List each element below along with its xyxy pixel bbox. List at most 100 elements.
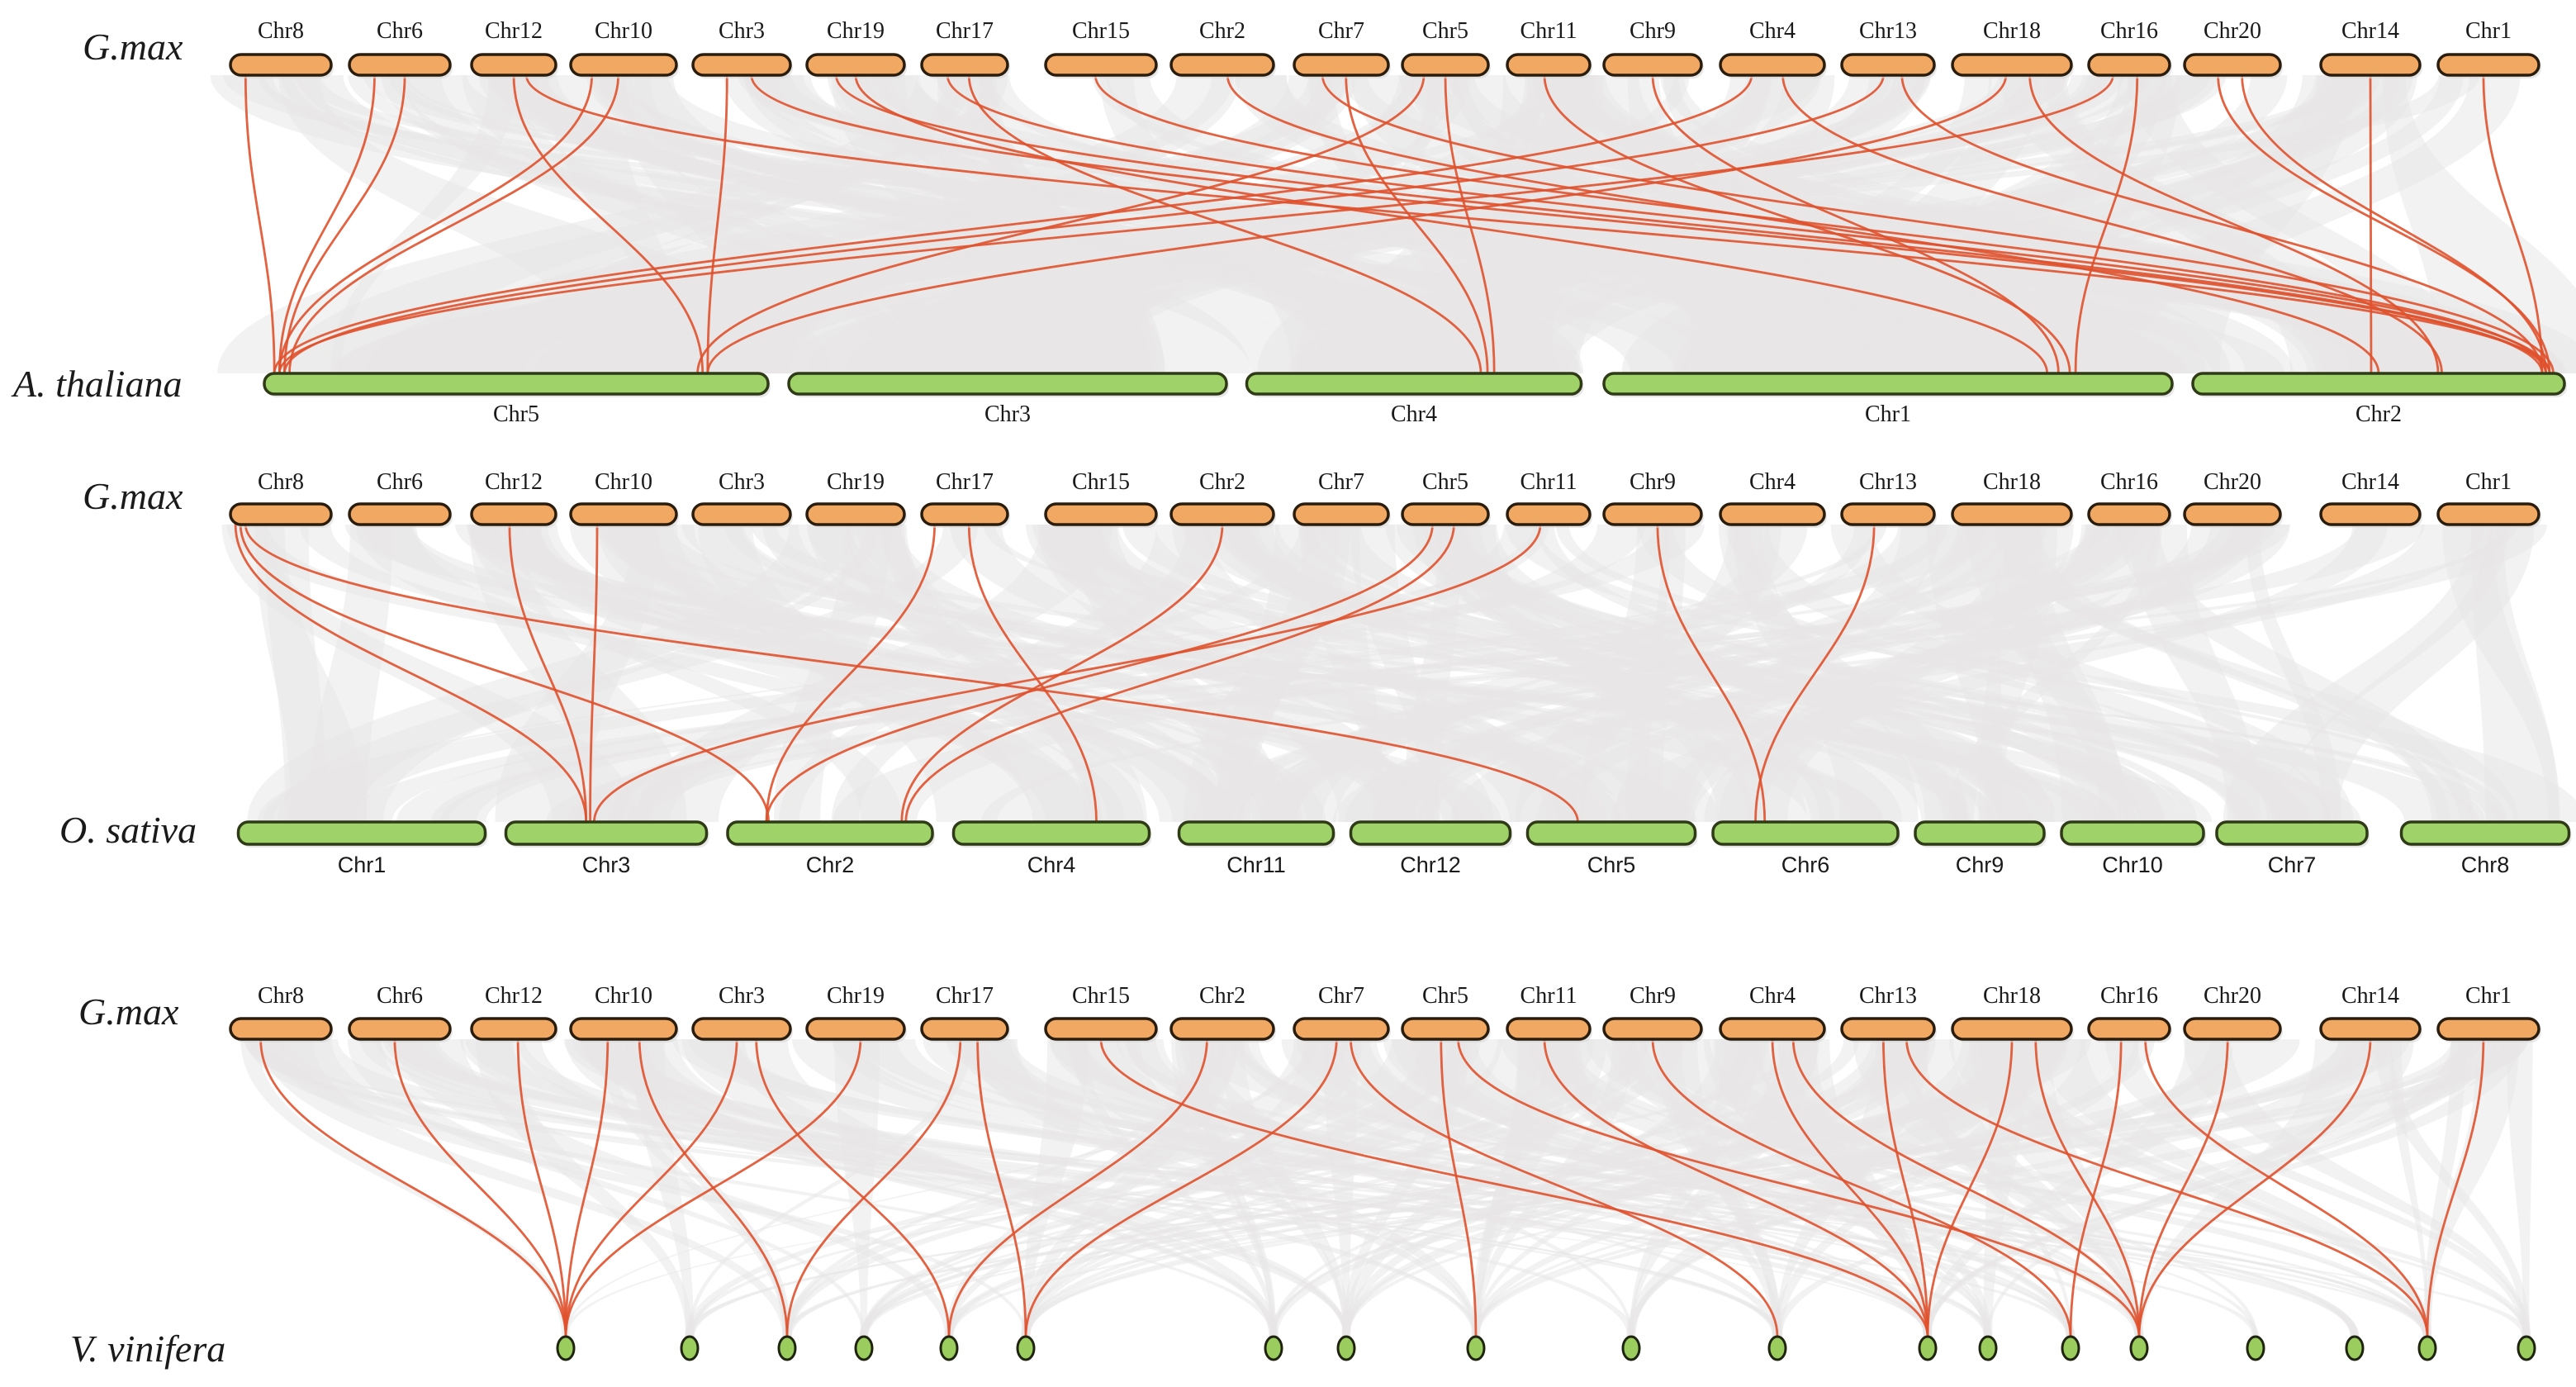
- synteny-ribbon: [625, 1039, 792, 1337]
- athaliana-chromosome-bar-chr3: [787, 372, 1228, 396]
- synteny-ribbon: [385, 75, 1819, 373]
- synteny-ribbon: [1539, 75, 2507, 373]
- gmax-chromosome-label: Chr14: [2341, 18, 2399, 44]
- synteny-ribbon: [389, 1039, 2260, 1337]
- synteny-ribbon: [294, 75, 2532, 373]
- synteny-ribbon: [381, 75, 1141, 373]
- synteny-ribbon: [1071, 1039, 1276, 1337]
- bottom-chromosome-label: Chr11: [1226, 853, 1286, 877]
- highlighted-synteny-link: [278, 74, 2114, 375]
- synteny-ribbon: [1342, 1039, 1769, 1337]
- gmax-chromosome-bar-chr11: [1506, 53, 1592, 77]
- synteny-ribbon: [633, 75, 1251, 373]
- gmax-chromosome-label: Chr3: [719, 983, 765, 1009]
- highlighted-synteny-link: [765, 523, 1434, 824]
- synteny-ribbon: [2035, 1039, 2431, 1337]
- gmax-chromosome-label: Chr2: [1199, 469, 1245, 495]
- synteny-ribbon: [2105, 1039, 2531, 1337]
- synteny-ribbon: [396, 525, 2003, 822]
- gmax-chromosome-bar-chr13: [1840, 502, 1936, 526]
- gmax-chromosome-label: Chr6: [377, 469, 423, 495]
- gmax-chromosome-label: Chr12: [485, 983, 543, 1009]
- vvinifera-chromosome-dot-13: [1978, 1335, 1998, 1361]
- panel-0-gray-ribbons: [210, 75, 2576, 373]
- gmax-chromosome-bar-chr6: [348, 1017, 452, 1041]
- highlighted-synteny-link: [638, 1038, 789, 1338]
- highlighted-synteny-link: [765, 523, 936, 824]
- highlighted-synteny-link: [900, 523, 1224, 824]
- highlighted-synteny-link: [2069, 1038, 2123, 1338]
- highlighted-synteny-link: [283, 74, 406, 375]
- highlighted-synteny-link: [1900, 74, 2544, 375]
- highlighted-synteny-link: [564, 1038, 610, 1338]
- highlighted-synteny-link: [1651, 74, 2060, 375]
- gmax-chromosome-label: Chr9: [1630, 18, 1676, 44]
- highlighted-synteny-link: [1771, 1038, 1929, 1338]
- gmax-chromosome-label: Chr7: [1318, 18, 1364, 44]
- synteny-ribbon: [970, 1039, 2432, 1337]
- synteny-ribbon: [393, 1039, 954, 1337]
- vvinifera-chromosome-dot-9: [1466, 1335, 1486, 1361]
- gmax-chromosome-label: Chr8: [258, 983, 304, 1009]
- synteny-ribbon: [1418, 75, 1771, 373]
- gmax-chromosome-bar-chr17: [920, 502, 1009, 526]
- gmax-chromosome-label: Chr4: [1749, 469, 1796, 495]
- gmax-chromosome-bar-chr13: [1840, 53, 1936, 77]
- synteny-ribbon: [936, 75, 1933, 373]
- gmax-chromosome-label: Chr20: [2204, 469, 2261, 495]
- synteny-ribbon: [221, 525, 638, 822]
- highlighted-synteny-link: [564, 1038, 738, 1338]
- gmax-chromosome-bar-chr15: [1044, 53, 1158, 77]
- highlighted-synteny-link: [1651, 1038, 2072, 1338]
- vvinifera-chromosome-dot-2: [680, 1335, 700, 1361]
- gmax-chromosome-label: Chr19: [827, 18, 885, 44]
- synteny-ribbon: [583, 1039, 1350, 1337]
- athaliana-chromosome-bar-chr1: [1602, 372, 2174, 396]
- synteny-ribbon: [297, 75, 1440, 373]
- synteny-ribbon: [605, 525, 1549, 822]
- synteny-ribbon: [782, 1039, 1482, 1337]
- synteny-ribbon: [240, 1039, 571, 1337]
- synteny-ribbon: [261, 1039, 792, 1337]
- vvinifera-chromosome-dot-1: [556, 1335, 576, 1361]
- synteny-ribbon: [1473, 1039, 2392, 1337]
- panel-2-bottom-row: V. vinifera: [70, 1328, 2536, 1370]
- vvinifera-chromosome-dot-19: [2517, 1335, 2536, 1361]
- gmax-chromosome-label: Chr4: [1749, 983, 1796, 1009]
- gmax-chromosome-bar-chr18: [1951, 502, 2073, 526]
- osativa-chromosome-bar-chr1: [236, 820, 487, 846]
- gmax-chromosome-label: Chr14: [2341, 983, 2399, 1009]
- highlighted-synteny-link: [278, 74, 376, 375]
- gmax-chromosome-bar-chr2: [1169, 53, 1275, 77]
- highlighted-synteny-link: [508, 523, 588, 824]
- synteny-ribbon: [792, 1039, 1931, 1337]
- gmax-chromosome-bar-chr17: [920, 53, 1009, 77]
- gmax-chromosome-label: Chr17: [936, 983, 994, 1009]
- gmax-chromosome-label: Chr17: [936, 18, 994, 44]
- gmax-chromosome-label: Chr11: [1520, 18, 1577, 44]
- panel-1-highlight-links: [234, 523, 1876, 824]
- highlighted-synteny-link: [259, 1038, 567, 1338]
- panel-2-gray-ribbons: [240, 1039, 2533, 1337]
- synteny-ribbon: [628, 1039, 1349, 1337]
- highlighted-synteny-link: [283, 74, 1885, 375]
- highlighted-synteny-link: [2426, 1038, 2485, 1338]
- bottom-chromosome-label: Chr10: [2102, 853, 2163, 877]
- gmax-chromosome-bar-chr9: [1602, 1017, 1703, 1041]
- highlighted-synteny-link: [244, 523, 1579, 824]
- highlighted-synteny-link: [706, 74, 2008, 375]
- gmax-chromosome-bar-chr4: [1719, 53, 1826, 77]
- highlighted-synteny-link: [696, 74, 1426, 375]
- synteny-ribbon: [2374, 1039, 2531, 1337]
- athaliana-chromosome-bar-chr5: [263, 372, 770, 396]
- highlighted-synteny-link: [273, 74, 1753, 375]
- gmax-chromosome-label: Chr19: [827, 469, 885, 495]
- synteny-ribbon: [626, 525, 1646, 822]
- osativa-chromosome-bar-chr2: [726, 820, 934, 846]
- gmax-chromosome-bar-chr7: [1293, 502, 1390, 526]
- synteny-ribbon: [1445, 525, 2294, 822]
- gmax-chromosome-label: Chr15: [1072, 983, 1130, 1009]
- synteny-ribbon: [1638, 525, 2301, 822]
